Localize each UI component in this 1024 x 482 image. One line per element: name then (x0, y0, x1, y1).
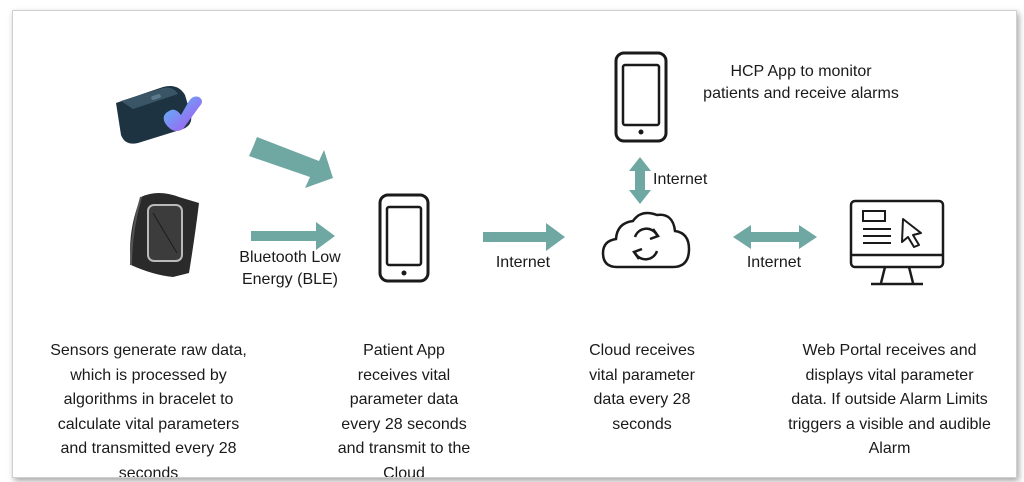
diagram-frame: HCP App to monitor patients and receive … (12, 10, 1017, 478)
internet-label-phone-cloud: Internet (495, 254, 551, 271)
flow-diagram (116, 51, 945, 286)
bracelet-icon (130, 193, 199, 277)
internet-label-cloud-portal: Internet (746, 254, 802, 271)
arrow-phone-to-cloud (483, 223, 565, 251)
arrows (249, 137, 817, 251)
patient-app-caption: Patient App receives vital parameter dat… (337, 342, 471, 478)
hcp-app-label: HCP App to monitor patients and receive … (703, 63, 899, 102)
web-portal-monitor-icon (849, 199, 945, 286)
bluetooth-label: Bluetooth Low Energy (BLE) (239, 249, 341, 288)
arrow-cloud-hcp-bidirectional (629, 157, 651, 204)
sensors-caption: Sensors generate raw data, which is proc… (50, 342, 247, 478)
web-portal-caption: Web Portal receives and displays vital p… (788, 342, 991, 457)
arrow-sensor-to-phone (249, 137, 333, 188)
cloud-caption: Cloud receives vital parameter data ever… (589, 342, 695, 433)
patient-phone-icon (378, 193, 430, 283)
internet-label-vertical: Internet (653, 171, 708, 188)
sensor-device-icon (116, 86, 202, 144)
hcp-phone-icon (614, 51, 668, 143)
cloud-sync-icon (601, 211, 691, 269)
arrow-bracelet-to-phone (251, 222, 335, 250)
arrow-cloud-portal-bidirectional (733, 225, 817, 249)
